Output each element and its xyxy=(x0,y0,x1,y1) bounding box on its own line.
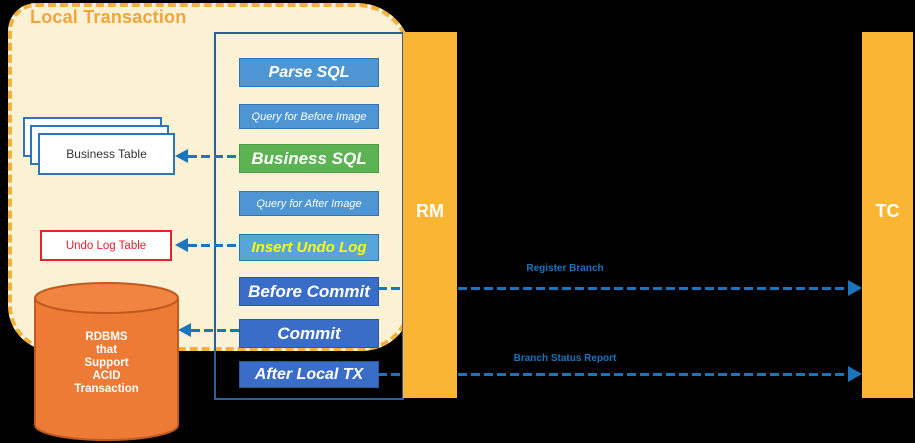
arrowhead-left-icon xyxy=(175,149,188,163)
arrow-after-local-tx-to-rm xyxy=(378,373,403,376)
business-table-label: Business Table xyxy=(66,147,147,161)
rdbms-caption-line: RDBMS xyxy=(85,331,128,343)
step-parse-sql: Parse SQL xyxy=(239,58,379,87)
rm-label: RM xyxy=(416,201,444,221)
undo-log-table-label: Undo Log Table xyxy=(65,239,147,252)
undo-log-table-card: Undo Log Table xyxy=(40,230,172,261)
step-business-sql: Business SQL xyxy=(239,144,379,173)
step-after-local-tx: After Local TX xyxy=(239,361,379,388)
tc-bar: TC xyxy=(862,32,913,398)
arrow-register-branch xyxy=(458,287,849,290)
arrow-before-commit-to-rm xyxy=(378,287,403,290)
arrowhead-right-icon xyxy=(848,280,862,296)
rm-bar: RM xyxy=(403,32,457,398)
rdbms-caption: RDBMS that Support ACID Transaction xyxy=(33,331,180,396)
arrow-commit-to-rdbms xyxy=(191,329,239,332)
step-query-before-image: Query for Before Image xyxy=(239,104,379,129)
rdbms-caption-line: Support xyxy=(84,357,129,369)
arrow-business-sql-to-business-table xyxy=(188,155,239,158)
business-table-card: Business Table xyxy=(38,133,175,175)
step-query-after-image: Query for After Image xyxy=(239,191,379,216)
step-insert-undo-log: Insert Undo Log xyxy=(239,234,379,261)
local-transaction-flow-column: Parse SQL Query for Before Image Busines… xyxy=(214,32,404,400)
arrow-insert-undo-log-to-undo-table xyxy=(188,244,239,247)
register-branch-label: Register Branch xyxy=(526,263,604,274)
branch-status-report-label: Branch Status Report xyxy=(513,353,617,364)
rdbms-caption-line: Transaction xyxy=(74,383,139,395)
step-commit: Commit xyxy=(239,319,379,348)
arrow-branch-status-report xyxy=(458,373,849,376)
rdbms-caption-line: that xyxy=(95,344,118,356)
rdbms-caption-line: ACID xyxy=(92,370,121,382)
arrowhead-left-icon xyxy=(178,323,191,337)
arrowhead-left-icon xyxy=(175,238,188,252)
database-cylinder-icon xyxy=(34,282,179,441)
step-before-commit: Before Commit xyxy=(239,277,379,306)
local-transaction-label: Local Transaction xyxy=(30,7,187,27)
tc-label: TC xyxy=(875,201,900,221)
arrowhead-right-icon xyxy=(848,366,862,382)
